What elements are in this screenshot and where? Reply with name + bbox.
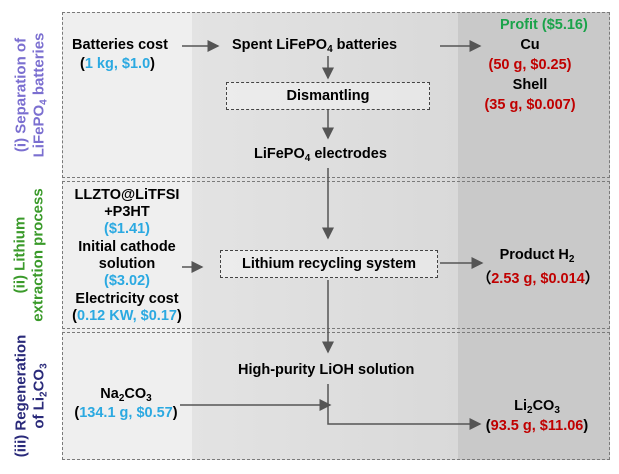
left-column-background bbox=[62, 12, 192, 460]
li2co3-label: Li2CO3 bbox=[514, 398, 560, 416]
batteries-cost-label: Batteries cost bbox=[72, 37, 168, 53]
llzto-value: ($1.41) bbox=[104, 221, 150, 237]
section-separation-frame bbox=[62, 12, 610, 178]
profit-label: Profit ($5.16) bbox=[500, 17, 588, 33]
shell-label: Shell bbox=[512, 77, 548, 93]
cathode-label-line1: Initial cathode bbox=[78, 239, 176, 255]
lioh-solution-node: High-purity LiOH solution bbox=[238, 362, 415, 378]
lithium-recycling-system-box: Lithium recycling system bbox=[220, 250, 438, 278]
cathode-value: ($3.02) bbox=[104, 273, 150, 289]
cu-value: (50 g, $0.25) bbox=[488, 57, 572, 73]
dismantling-box: Dismantling bbox=[226, 82, 430, 110]
li2co3-value: (93.5 g, $11.06) bbox=[485, 418, 589, 434]
batteries-cost-value: (1 kg, $1.0) bbox=[80, 56, 155, 72]
na2co3-label: Na2CO3 bbox=[100, 386, 152, 404]
spent-batteries-node: Spent LiFePO4 batteries bbox=[232, 37, 398, 55]
electricity-label: Electricity cost bbox=[75, 291, 179, 307]
cathode-label-line2: solution bbox=[98, 256, 156, 272]
section-regeneration-frame bbox=[62, 332, 610, 460]
product-h2-label: Product H2 bbox=[499, 247, 575, 265]
na2co3-value: (134.1 g, $0.57) bbox=[74, 405, 178, 421]
right-column-background bbox=[458, 12, 610, 460]
shell-value: (35 g, $0.007) bbox=[484, 97, 576, 113]
section-extraction-frame bbox=[62, 181, 610, 329]
llzto-label-line1: LLZTO@LiTFSI bbox=[74, 187, 180, 203]
lifepo4-electrodes-node: LiFePO4 electrodes bbox=[254, 146, 387, 164]
arrow-lioh-to-li2co3 bbox=[327, 384, 482, 430]
llzto-label-line2: +P3HT bbox=[104, 204, 150, 220]
cu-label: Cu bbox=[520, 37, 540, 53]
electricity-value: (0.12 KW, $0.17) bbox=[72, 308, 182, 324]
product-h2-value: （2.53 g, $0.014） bbox=[476, 271, 600, 287]
